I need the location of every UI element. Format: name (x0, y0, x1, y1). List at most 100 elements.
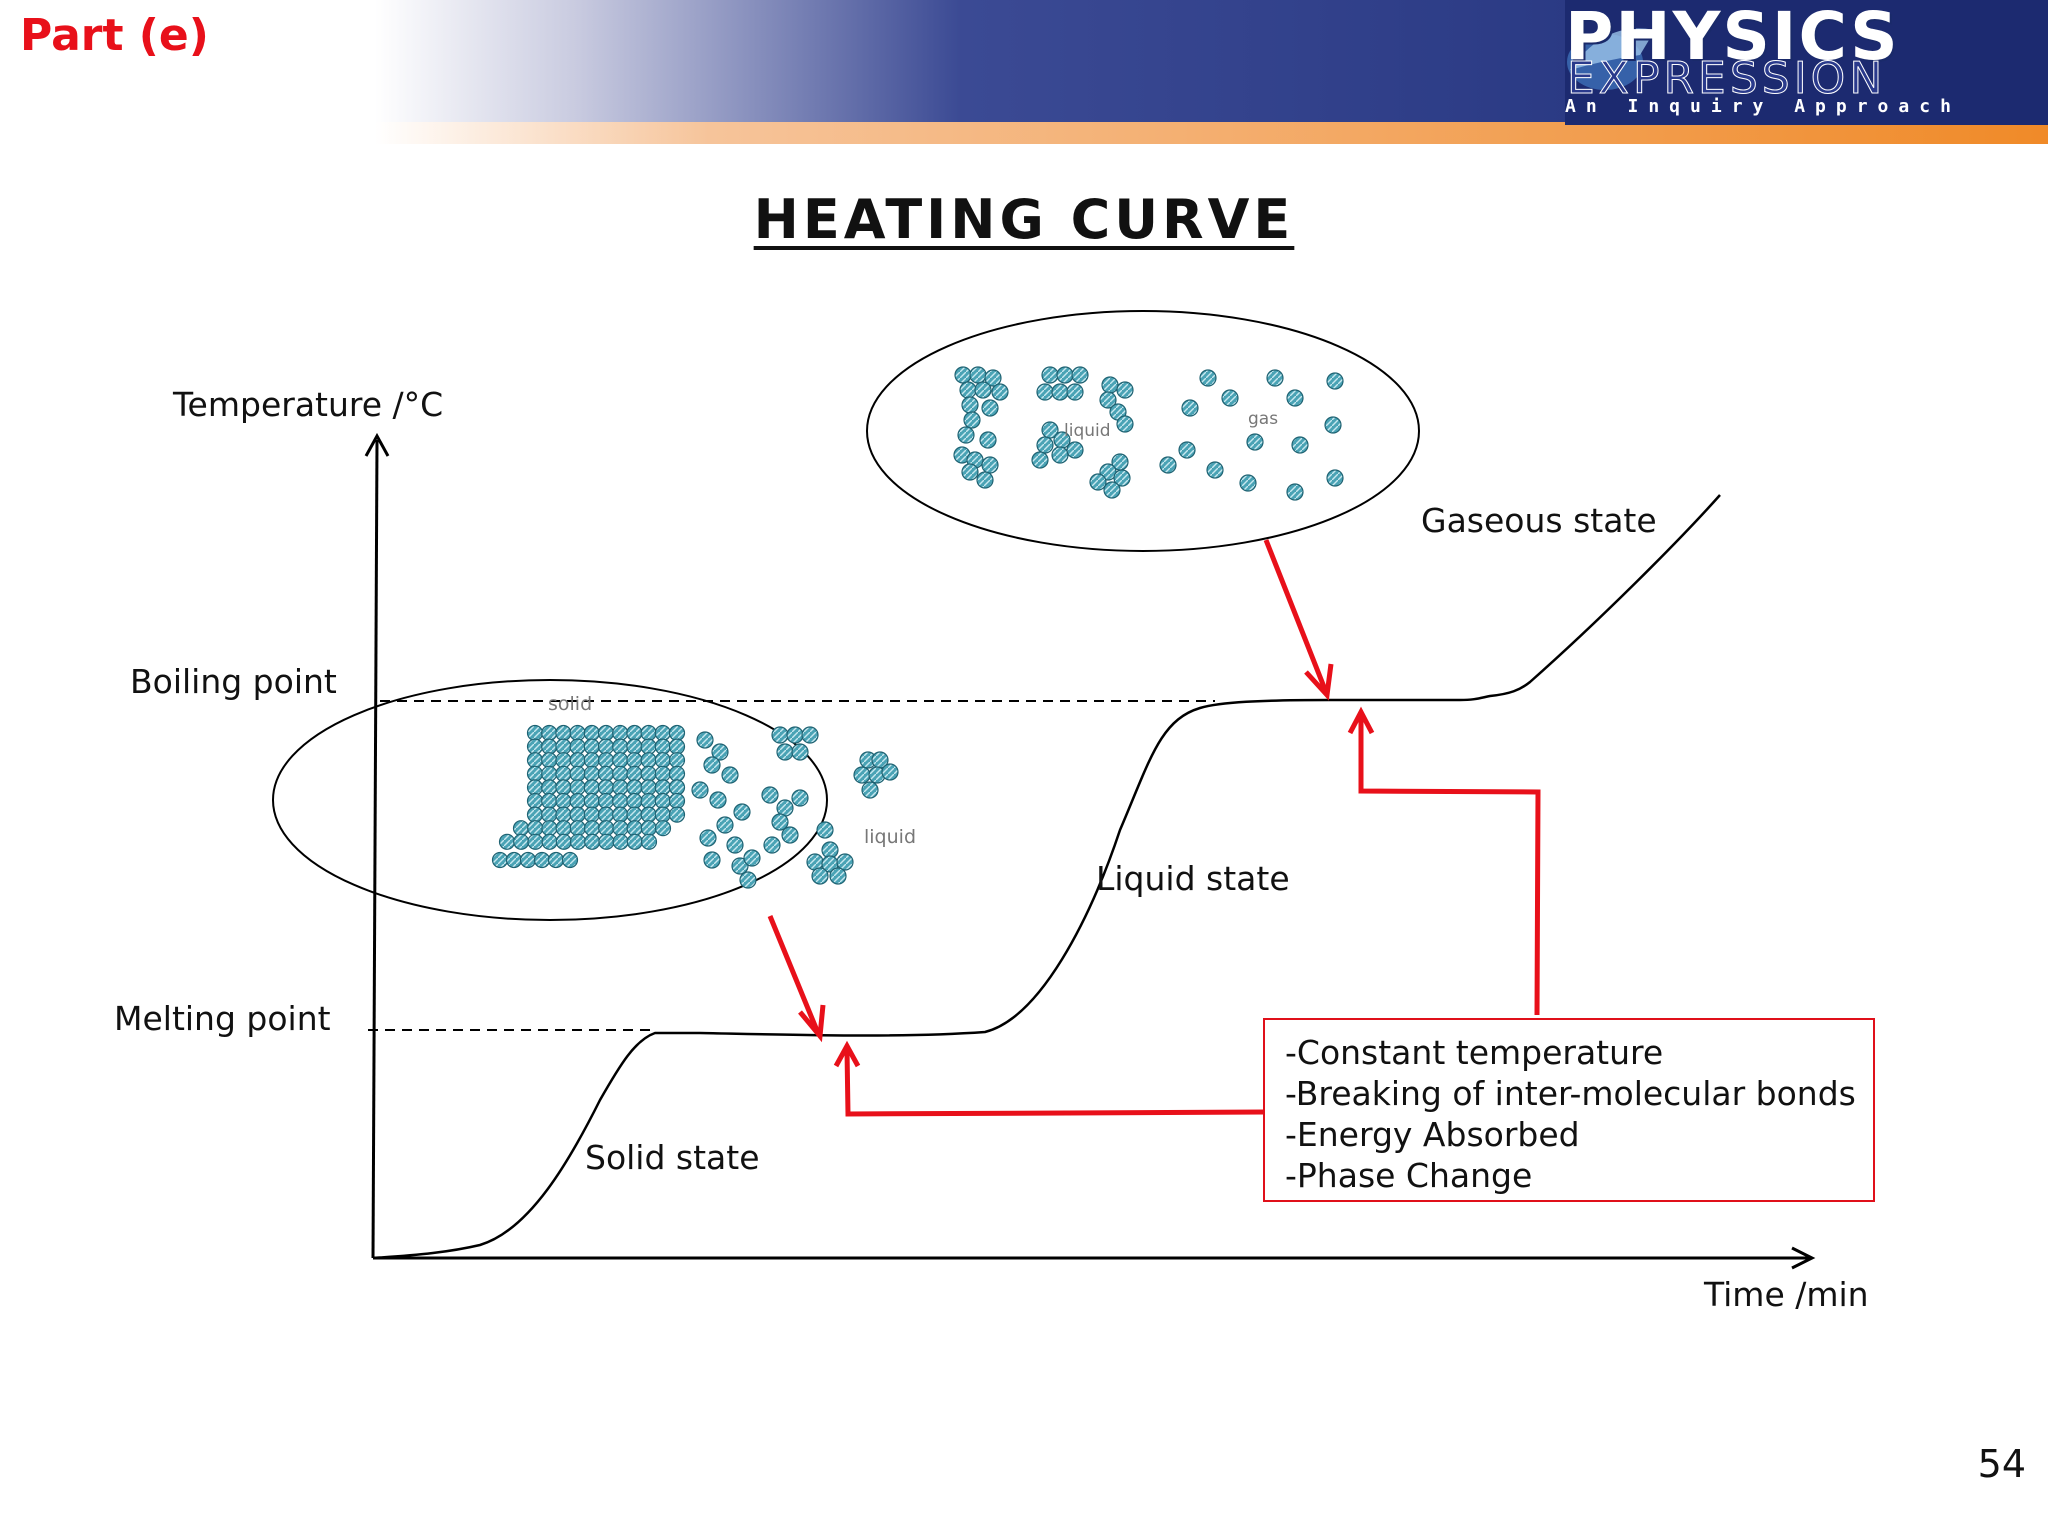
particle (612, 792, 629, 810)
particle (612, 765, 629, 782)
particle (1031, 451, 1049, 469)
particle (1286, 389, 1304, 407)
particle (954, 366, 972, 384)
logo-subtitle: EXPRESSION (1566, 53, 1887, 105)
particle (811, 867, 829, 885)
particle (1266, 369, 1284, 387)
particle (612, 833, 629, 850)
connector-to-boiling (1358, 715, 1541, 1016)
particle (541, 779, 558, 796)
particle (733, 803, 751, 821)
particle (1051, 383, 1069, 401)
particle (1326, 372, 1344, 390)
info-line: -Energy Absorbed (1285, 1115, 1580, 1154)
particle (1051, 446, 1069, 464)
particle (626, 724, 643, 742)
particle (526, 765, 544, 782)
particle (640, 738, 657, 755)
inset-caption-liquid: liquid (864, 826, 916, 848)
particle (853, 766, 871, 784)
particle (963, 411, 981, 429)
inset-caption-gas: gas (1248, 409, 1278, 429)
particle (709, 791, 727, 809)
y-axis (371, 439, 379, 1259)
particle (526, 724, 544, 742)
particle (527, 833, 544, 850)
page-number: 54 (1977, 1442, 2026, 1486)
particle (513, 833, 530, 850)
connector-melting-head (833, 1040, 861, 1068)
particle (743, 849, 761, 867)
particle (786, 726, 804, 744)
particle (584, 833, 601, 850)
gas-particles (1159, 369, 1344, 501)
particle (640, 779, 657, 796)
particle (526, 806, 544, 823)
particle (555, 724, 572, 742)
particle (541, 820, 558, 837)
particle (1056, 366, 1074, 384)
particle (597, 752, 615, 769)
particle (569, 752, 586, 769)
particle (731, 857, 749, 875)
particle (1246, 433, 1264, 451)
particle (598, 833, 615, 850)
particle (1239, 474, 1257, 492)
particle (829, 867, 847, 885)
particle (612, 820, 629, 837)
boiling-inset-ellipse (866, 310, 1420, 552)
particle (654, 806, 671, 823)
particle (668, 724, 686, 742)
particle (541, 752, 558, 769)
particle (763, 836, 781, 854)
particle (555, 738, 572, 755)
particle (597, 765, 615, 782)
particle (626, 820, 643, 837)
particle (598, 820, 615, 837)
particle (569, 724, 586, 742)
particle (654, 820, 672, 837)
info-box: -Constant temperature -Breaking of inter… (1263, 1018, 1875, 1202)
liquid-state-label: Liquid state (1096, 859, 1290, 898)
particle (626, 806, 643, 823)
arrow-melting-inset-to-plateau (767, 915, 821, 1034)
boiling-liquid-particles (953, 366, 1134, 499)
particle (583, 738, 600, 755)
particle (533, 851, 551, 869)
logo-emblem (1565, 0, 2048, 125)
connector-boiling-head (1347, 706, 1375, 735)
particle (1286, 483, 1304, 501)
particle (771, 726, 789, 744)
particle (555, 820, 572, 837)
particle (668, 752, 686, 769)
particle (569, 820, 586, 837)
melting-point-label: Melting point (114, 999, 331, 1038)
particle (561, 851, 579, 869)
particle (654, 779, 671, 796)
particle (541, 765, 558, 782)
particle (781, 826, 799, 844)
particle (555, 765, 572, 782)
particle (612, 752, 629, 769)
particle (771, 813, 789, 831)
particle (597, 779, 615, 796)
particle (984, 369, 1002, 387)
particle (1071, 366, 1089, 384)
particle (640, 752, 657, 769)
particle (640, 765, 657, 782)
particle (526, 752, 544, 769)
particle (654, 724, 671, 742)
particle (1178, 441, 1196, 459)
particle (569, 738, 586, 755)
particle (547, 851, 565, 869)
particle (612, 724, 629, 742)
melting-inset: solid liquid (272, 679, 916, 921)
particle (597, 724, 615, 742)
particle (981, 456, 999, 474)
particle (541, 738, 558, 755)
particle (1324, 416, 1342, 434)
particle (569, 765, 586, 782)
particle (668, 779, 686, 796)
info-line: -Breaking of inter-molecular bonds (1285, 1074, 1856, 1113)
particle (959, 381, 977, 399)
